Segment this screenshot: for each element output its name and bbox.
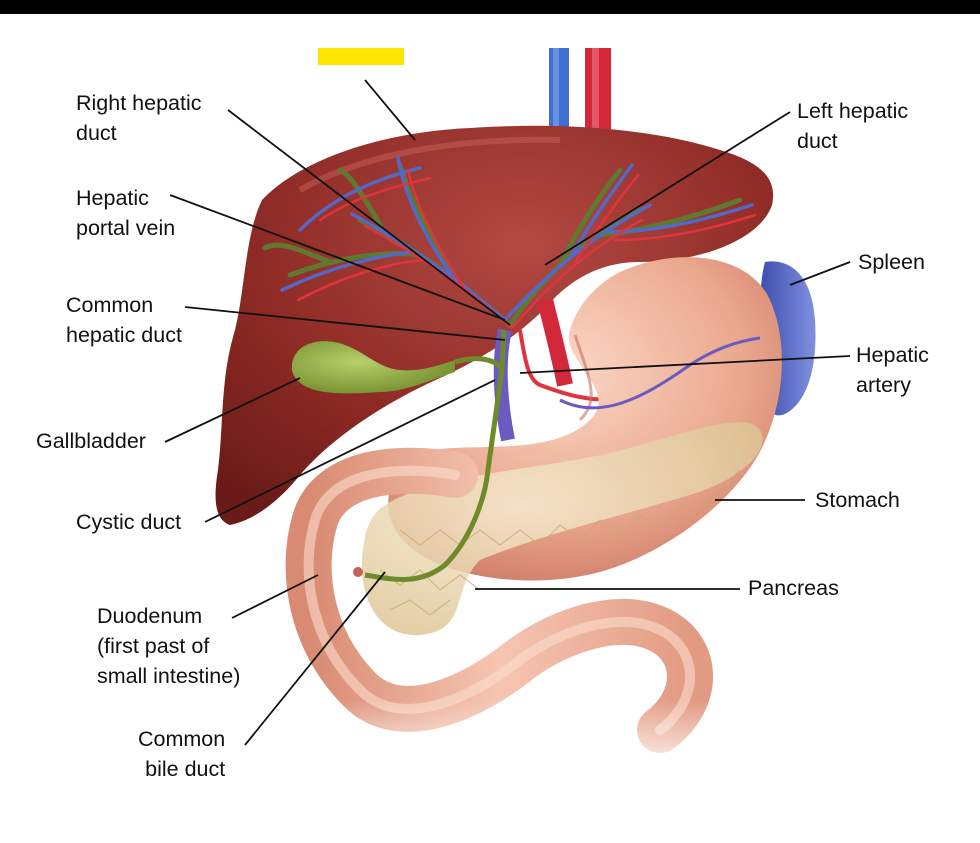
label-gallbladder: Gallbladder: [36, 429, 146, 453]
leader-line-left-hepatic-duct: [544, 111, 791, 266]
label-common-bile-duct: Common bile duct: [138, 727, 226, 781]
label-cystic-duct: Cystic duct: [76, 510, 182, 534]
liver-vessels: [262, 156, 757, 330]
gallbladder: [291, 341, 455, 394]
label-hepatic-portal-vein: Hepatic portal vein: [76, 186, 176, 240]
leader-line-common-hepatic-duct: [184, 306, 506, 341]
label-stomach: Stomach: [815, 488, 900, 512]
leader-line-marker: [364, 79, 416, 141]
label-common-hepatic-duct: Common hepatic duct: [66, 293, 182, 347]
label-right-hepatic-duct: Right hepatic duct: [76, 91, 202, 145]
leader-line-common-bile-duct: [244, 571, 386, 746]
leader-line-hepatic-portal-vein: [169, 194, 506, 321]
label-pancreas: Pancreas: [748, 576, 839, 600]
yellow-highlight-marker: [318, 48, 404, 65]
leader-line-right-hepatic-duct: [227, 109, 511, 326]
leader-line-spleen: [789, 261, 851, 286]
label-spleen: Spleen: [858, 250, 925, 274]
leader-line-gallbladder: [164, 377, 301, 443]
leader-line-duodenum: [231, 574, 319, 619]
label-duodenum: Duodenum (first past of small intestine): [97, 604, 241, 688]
pancreas: [361, 422, 763, 636]
leader-line-cystic-duct: [204, 379, 496, 523]
label-left-hepatic-duct: Left hepatic duct: [797, 99, 909, 153]
label-hepatic-artery: Hepatic artery: [856, 343, 929, 397]
bile-ducts: [364, 329, 507, 582]
leader-lines: [164, 79, 851, 746]
leader-line-hepatic-artery: [519, 355, 851, 374]
top-black-bar: [0, 0, 980, 14]
